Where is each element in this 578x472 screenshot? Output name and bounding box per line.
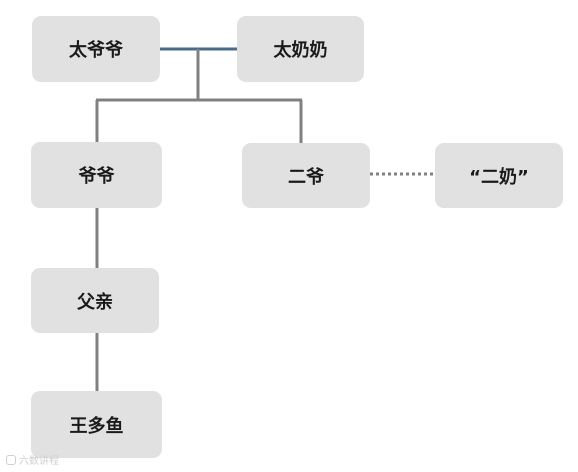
node-label: “二奶”: [469, 166, 529, 188]
node-label: 爷爷: [78, 166, 115, 187]
node-great-uncle: 二爷: [242, 143, 370, 208]
node-grandfather: 爷爷: [31, 142, 162, 208]
node-father: 父亲: [31, 268, 159, 333]
node-label: 父亲: [77, 291, 113, 313]
watermark: 六数讲程: [6, 452, 59, 467]
watermark-logo-icon: [6, 454, 16, 465]
node-great-grandfather: 太爷爷: [32, 16, 160, 82]
watermark-text: 六数讲程: [19, 456, 59, 467]
node-label: 太奶奶: [273, 40, 328, 61]
node-label: 王多鱼: [69, 415, 124, 437]
node-great-grandmother: 太奶奶: [237, 16, 364, 82]
node-label: 二爷: [288, 166, 324, 188]
node-label: 太爷爷: [69, 40, 123, 61]
node-self: 王多鱼: [31, 391, 162, 458]
node-great-uncle-partner: “二奶”: [435, 143, 563, 208]
